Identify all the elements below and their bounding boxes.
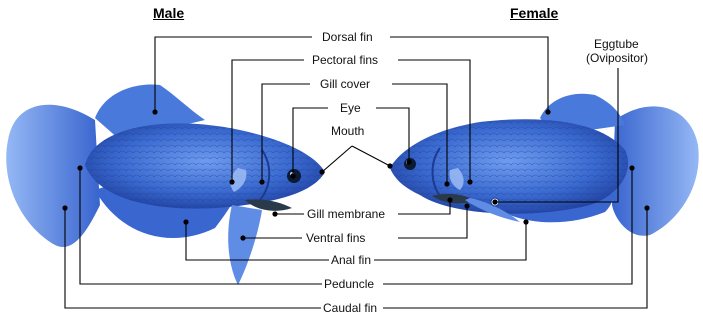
leader-female-ventral	[398, 206, 467, 238]
male-caudal-fin	[6, 105, 100, 247]
leader-female-dorsal	[390, 37, 548, 112]
male-fish	[6, 84, 325, 285]
label-caudal-fin: Caudal fin	[321, 301, 379, 315]
label-mouth: Mouth	[329, 124, 366, 138]
label-peduncle: Peduncle	[322, 277, 376, 291]
leader-male-mouth	[322, 146, 352, 172]
female-heading: Female	[510, 5, 558, 21]
label-ventral-fins: Ventral fins	[304, 231, 367, 245]
label-gill-cover: Gill cover	[318, 77, 372, 91]
leader-female-mouth	[352, 146, 390, 166]
label-gill-membrane: Gill membrane	[305, 207, 387, 221]
label-eggtube: Eggtube	[592, 37, 641, 51]
label-pectoral-fins: Pectoral fins	[310, 53, 380, 67]
label-dorsal-fin: Dorsal fin	[320, 30, 375, 44]
label-eye: Eye	[338, 101, 363, 115]
male-ventral-fins	[228, 205, 262, 285]
label-ovipositor: (Ovipositor)	[584, 51, 650, 65]
male-heading: Male	[153, 5, 184, 21]
leader-female-anal	[374, 222, 526, 260]
label-anal-fin: Anal fin	[329, 253, 373, 267]
leader-female-caudal	[383, 208, 647, 308]
